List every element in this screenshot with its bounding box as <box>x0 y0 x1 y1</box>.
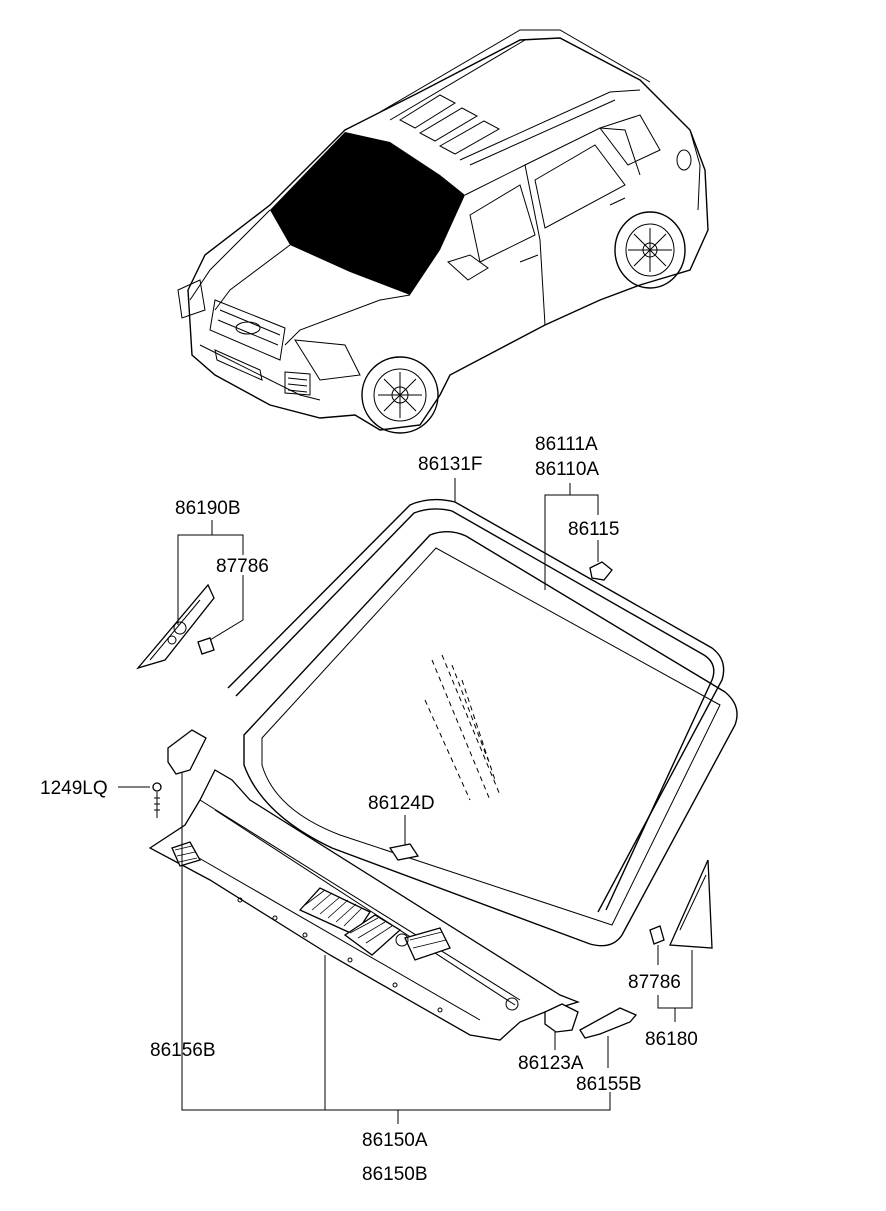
label-86131f: 86131F <box>418 454 482 475</box>
windshield-glass <box>243 531 738 947</box>
leader-lines <box>118 478 693 1124</box>
label-86150b: 86150B <box>362 1164 428 1185</box>
label-86124d: 86124D <box>368 793 435 814</box>
label-1249lq: 1249LQ <box>40 778 108 799</box>
label-86115: 86115 <box>568 519 619 540</box>
windshield-molding <box>227 498 725 913</box>
label-86110a: 86110A <box>535 459 599 480</box>
label-86155b: 86155B <box>576 1074 642 1095</box>
vehicle-illustration <box>177 29 709 434</box>
bolt-1249lq <box>152 782 162 818</box>
part-86115-clip <box>589 561 613 581</box>
part-86156b-bracket <box>167 729 207 775</box>
cowl-top-panel <box>148 769 580 1041</box>
part-86155b-bracket <box>579 1007 638 1039</box>
part-86180-cover <box>649 859 713 949</box>
windshield-highlight <box>270 132 465 295</box>
label-87786-left: 87786 <box>216 556 269 577</box>
part-86190b-cover <box>136 583 215 670</box>
label-87786-right: 87786 <box>628 972 681 993</box>
label-86190b: 86190B <box>175 498 241 519</box>
part-86123a-bracket <box>544 1003 579 1033</box>
label-86150a: 86150A <box>362 1130 428 1151</box>
part-labels: 86131F 86111A 86110A 86115 86190B 87786 … <box>40 434 698 1185</box>
label-86111a: 86111A <box>535 434 598 455</box>
label-86156b: 86156B <box>150 1040 216 1061</box>
label-86123a: 86123A <box>518 1053 584 1074</box>
label-86180: 86180 <box>645 1029 698 1050</box>
